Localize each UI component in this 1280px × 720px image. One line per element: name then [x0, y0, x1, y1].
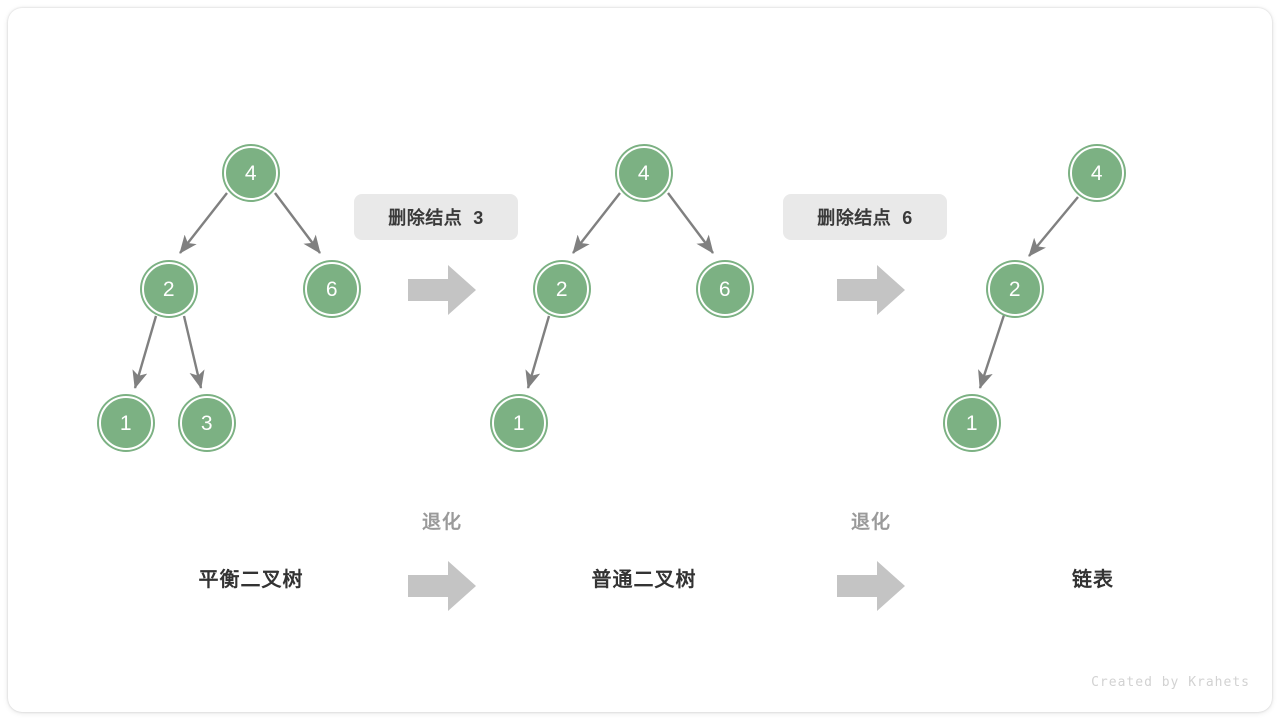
edge-2-3	[182, 315, 205, 389]
diagram-canvas: 4 2 6 1 3 4 2 6 1 4 2 1 删除结点 3 删除结点 6 平衡…	[8, 8, 1272, 712]
tree-node[interactable]: 4	[617, 146, 671, 200]
tree-node[interactable]: 2	[142, 262, 196, 316]
tree-node[interactable]: 6	[698, 262, 752, 316]
edge-4-2	[179, 192, 228, 254]
tree-node[interactable]: 3	[180, 396, 234, 450]
edge-4-2	[572, 192, 621, 254]
tree-node[interactable]: 1	[99, 396, 153, 450]
fat-arrow-icon	[837, 265, 905, 315]
tree-edges-layer	[132, 192, 1079, 389]
tree-node[interactable]: 4	[1070, 146, 1124, 200]
tree-node[interactable]: 4	[224, 146, 278, 200]
caption-balanced-tree: 平衡二叉树	[198, 569, 304, 591]
tree-node[interactable]: 2	[988, 262, 1042, 316]
edge-2-1	[525, 315, 551, 389]
fat-arrow-icon	[837, 561, 905, 611]
caption-linked-list: 链表	[1072, 569, 1114, 591]
degrade-label: 退化	[421, 512, 462, 533]
degrade-label: 退化	[850, 512, 891, 533]
tree-node[interactable]: 6	[305, 262, 359, 316]
edge-2-1	[132, 315, 158, 389]
fat-arrow-icon	[408, 265, 476, 315]
caption-ordinary-tree: 普通二叉树	[591, 569, 697, 591]
watermark: Created by Krahets	[1091, 675, 1250, 690]
edge-2-1	[978, 314, 1006, 389]
fat-arrow-icon	[408, 561, 476, 611]
edge-4-6	[274, 192, 321, 254]
tree-node[interactable]: 1	[945, 396, 999, 450]
tree-node[interactable]: 2	[535, 262, 589, 316]
edge-4-2	[1028, 196, 1079, 257]
tree-node[interactable]: 1	[492, 396, 546, 450]
delete-node-3-badge: 删除结点 3	[354, 194, 518, 240]
edge-4-6	[667, 192, 714, 254]
delete-node-6-badge: 删除结点 6	[783, 194, 947, 240]
